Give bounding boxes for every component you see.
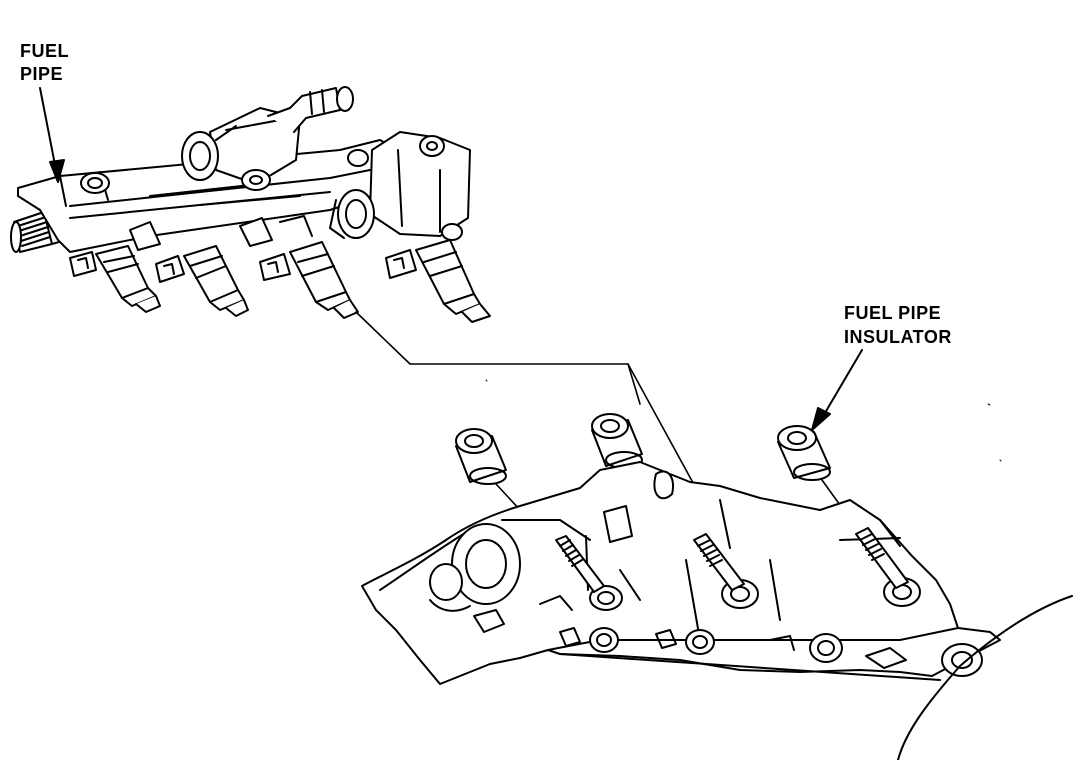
injector-1 [70, 246, 160, 312]
fuel-rail-body [18, 140, 400, 252]
stud-3 [856, 528, 908, 588]
injector-2 [156, 246, 248, 316]
scan-specks [486, 380, 1001, 461]
fuel-pipe-assembly [11, 87, 470, 252]
label-fuel-pipe-insulator-line-1: FUEL PIPE [844, 303, 942, 323]
stud-1 [556, 536, 604, 592]
fuel-pipe-insulator-2 [592, 414, 694, 534]
pressure-regulator [182, 87, 353, 190]
label-fuel-pipe-line-1: FUEL [20, 41, 69, 61]
callout-arrow-fuel-pipe [40, 88, 64, 182]
injector-3 [260, 242, 358, 318]
label-fuel-pipe-insulator-line-2: INSULATOR [844, 327, 952, 347]
pulsation-damper [330, 132, 470, 240]
intake-manifold [362, 462, 1072, 760]
fuel-pipe-insulator-3 [778, 426, 858, 530]
stud-2 [694, 534, 744, 590]
callout-arrow-fuel-pipe-insulator [812, 350, 862, 430]
mounting-bolts [130, 216, 312, 250]
label-fuel-pipe-line-2: PIPE [20, 64, 64, 84]
injector-4 [386, 240, 490, 322]
